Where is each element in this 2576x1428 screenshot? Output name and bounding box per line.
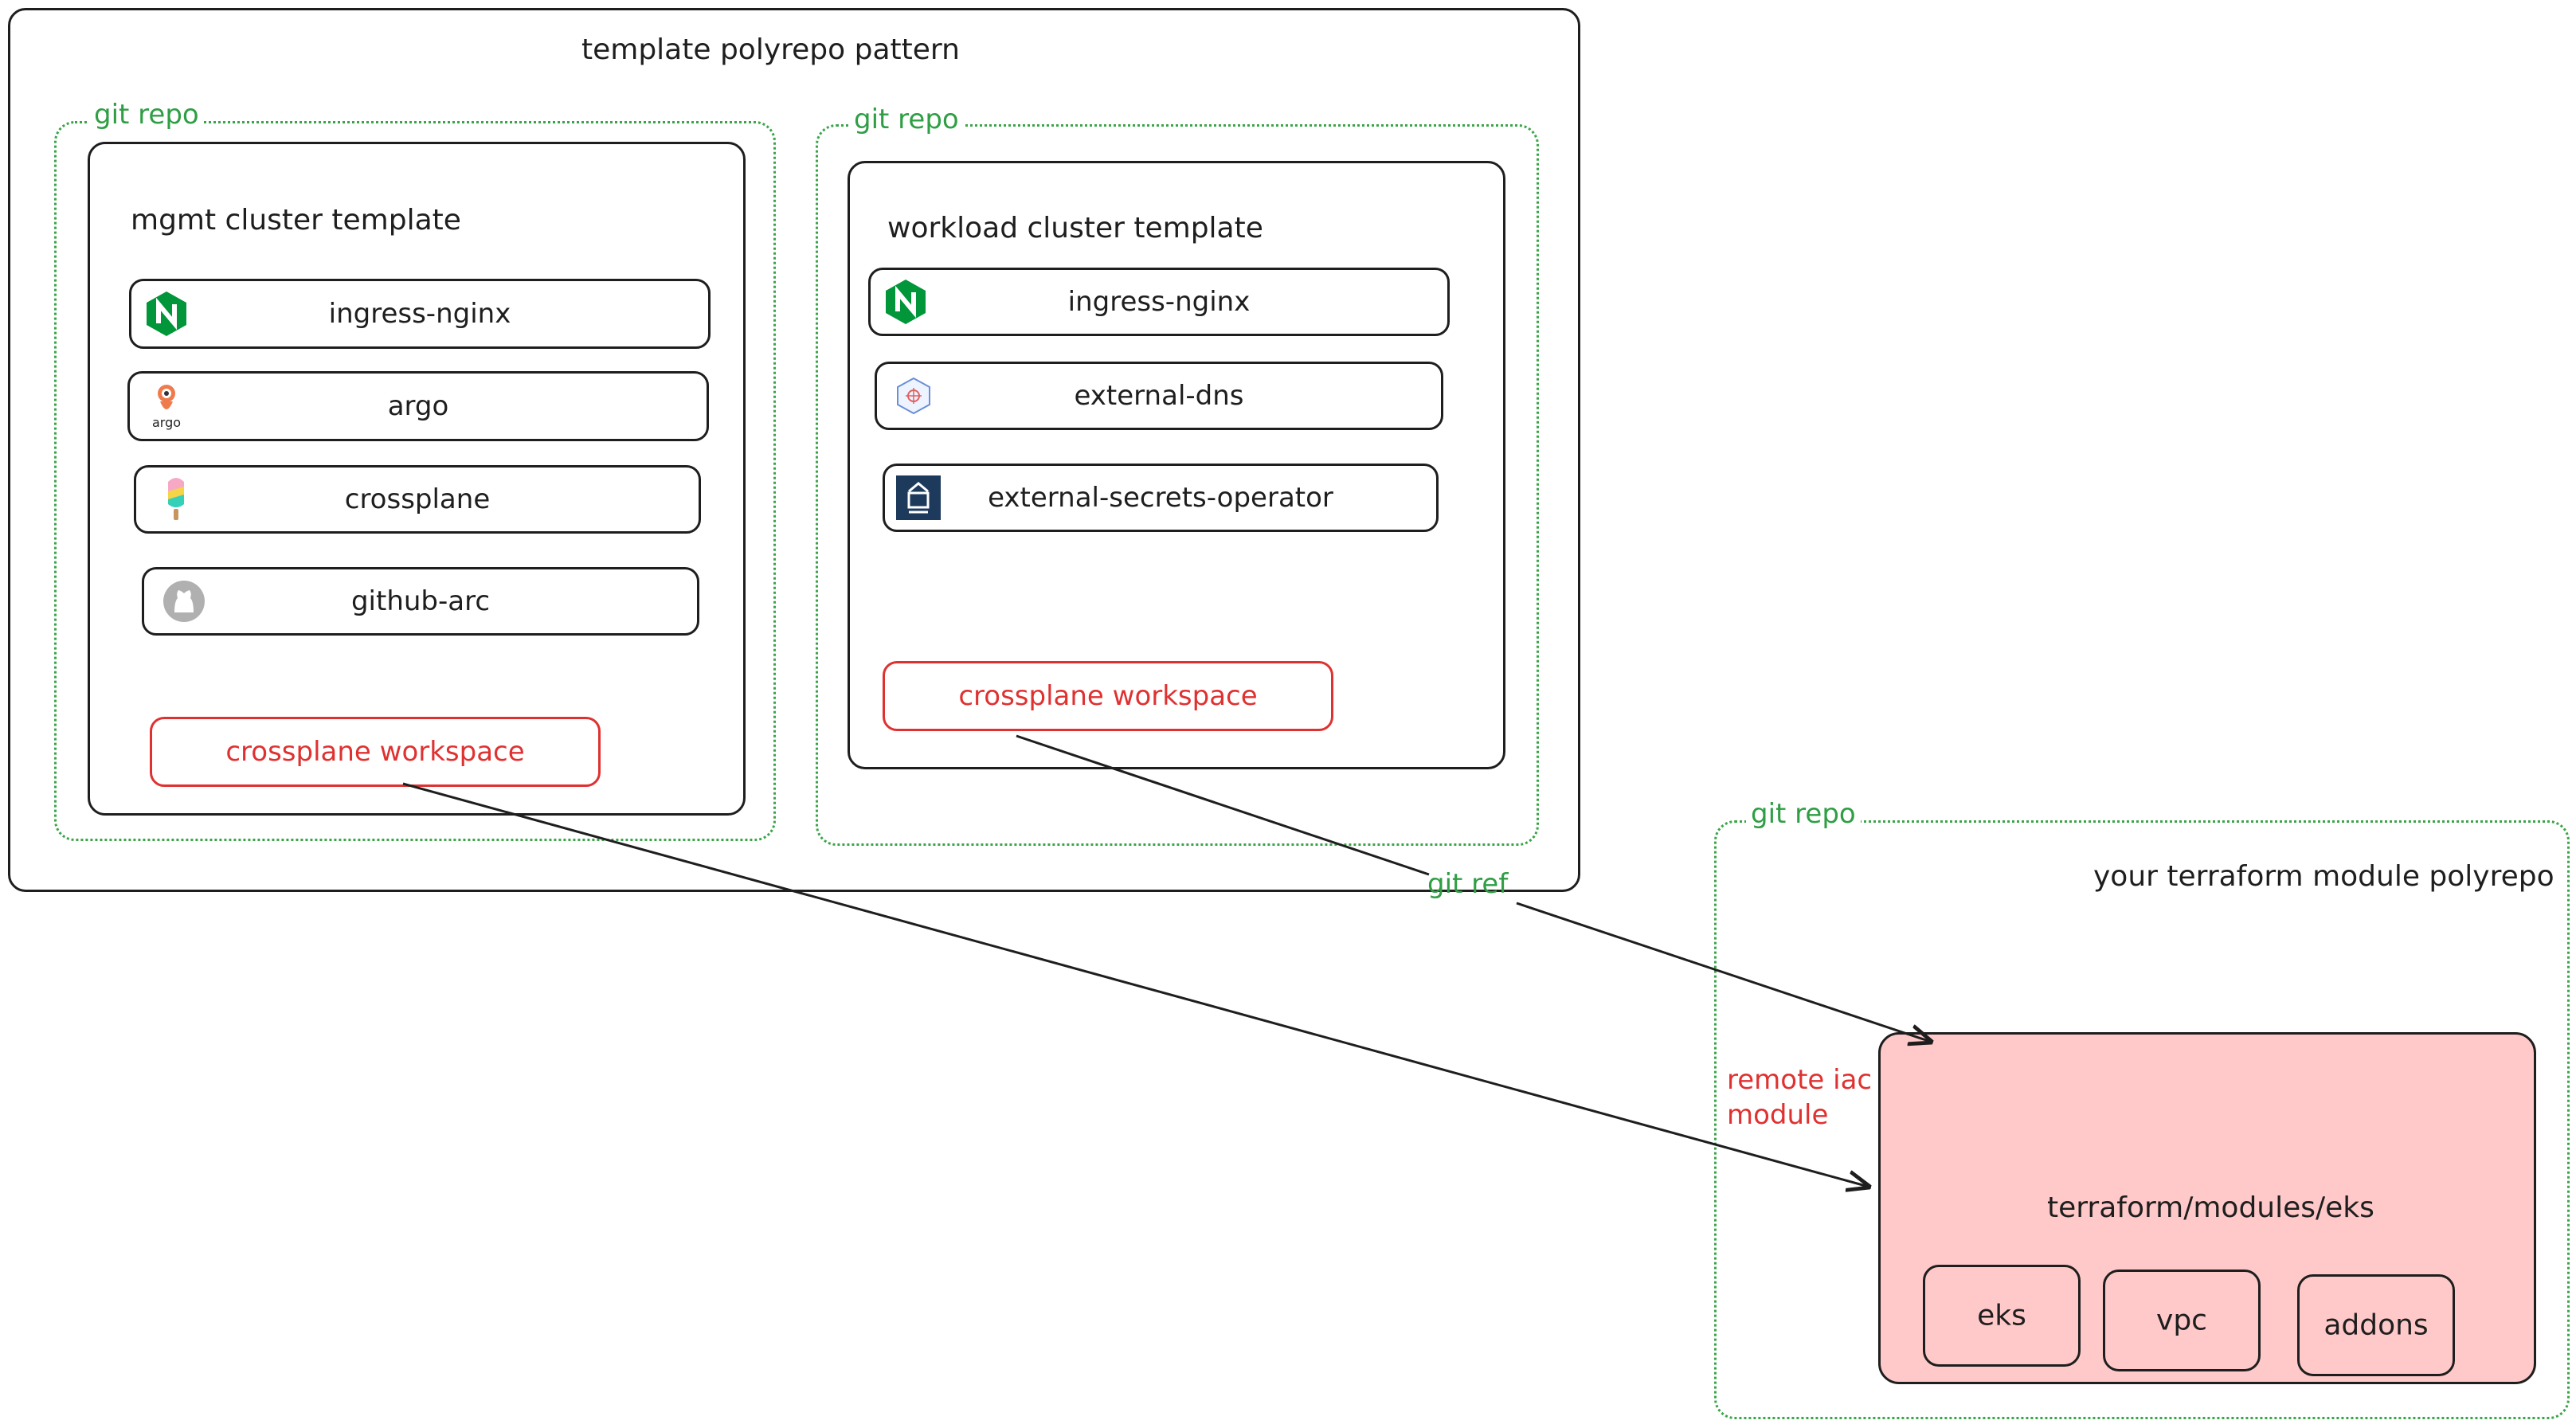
workload-component-label: ingress-nginx (1067, 286, 1251, 318)
workload-component-label: external-dns (1074, 380, 1244, 412)
workload-git-repo-label: git repo (849, 104, 964, 135)
svg-text:argo: argo (152, 415, 181, 430)
remote-iac-line1: remote iac (1727, 1064, 1873, 1096)
terraform-polyrepo-title: your terraform module polyrepo (2093, 860, 2554, 893)
argo-icon: argo (152, 385, 181, 430)
arrow-mgmt-to-terraform (402, 782, 1869, 1187)
module-label: addons (2323, 1309, 2429, 1342)
arrow-workload-to-terraform-2 (1516, 902, 1931, 1042)
mgmt-component-github-arc[interactable]: github-arc (142, 567, 699, 636)
mgmt-component-label: crossplane (344, 483, 491, 515)
terraform-git-repo-boundary (1714, 820, 2570, 1419)
mgmt-component-label: ingress-nginx (328, 298, 511, 330)
module-label: eks (1977, 1299, 2026, 1332)
github-icon (163, 581, 205, 622)
module-label: vpc (2156, 1304, 2207, 1337)
workload-workspace-label: crossplane workspace (958, 680, 1258, 712)
mgmt-component-ingress-nginx[interactable]: ingress-nginx (129, 279, 711, 349)
git-ref-label: git ref (1427, 868, 1509, 900)
remote-iac-module-label: remote iac module (1727, 1062, 1872, 1133)
module-addons[interactable]: addons (2297, 1274, 2455, 1376)
mgmt-git-repo-boundary (54, 121, 776, 841)
nginx-icon (147, 291, 186, 336)
workload-component-external-dns[interactable]: external-dns (875, 362, 1443, 430)
module-vpc[interactable]: vpc (2103, 1270, 2261, 1371)
template-polyrepo-title: template polyrepo pattern (581, 33, 960, 66)
workload-cluster-template-title: workload cluster template (887, 212, 1263, 245)
nginx-icon (886, 280, 926, 324)
workload-crossplane-workspace[interactable]: crossplane workspace (883, 661, 1333, 731)
module-eks[interactable]: eks (1923, 1265, 2081, 1367)
mgmt-component-label: argo (387, 390, 449, 422)
workload-component-ingress-nginx[interactable]: ingress-nginx (868, 268, 1450, 336)
terraform-git-repo-label: git repo (1746, 798, 1861, 830)
workload-component-label: external-secrets-operator (988, 482, 1333, 514)
mgmt-cluster-template-title: mgmt cluster template (131, 204, 461, 237)
crossplane-icon (168, 478, 184, 520)
mgmt-crossplane-workspace[interactable]: crossplane workspace (150, 717, 601, 787)
external-secrets-icon (896, 475, 941, 520)
mgmt-component-argo[interactable]: argo argo (127, 371, 709, 441)
arrow-workload-to-terraform (1016, 734, 1430, 876)
mgmt-component-label: github-arc (350, 585, 491, 617)
remote-iac-line2: module (1727, 1099, 1829, 1131)
mgmt-cluster-template-box (88, 142, 746, 816)
terraform-module-path: terraform/modules/eks (2047, 1191, 2374, 1224)
workload-git-repo-boundary (816, 124, 1539, 846)
workload-component-external-secrets-operator[interactable]: external-secrets-operator (883, 464, 1439, 532)
mgmt-git-repo-label: git repo (89, 99, 204, 131)
mgmt-workspace-label: crossplane workspace (225, 736, 525, 768)
workload-cluster-template-box (848, 161, 1505, 769)
mgmt-component-crossplane[interactable]: crossplane (134, 465, 701, 534)
external-dns-icon (897, 377, 930, 415)
